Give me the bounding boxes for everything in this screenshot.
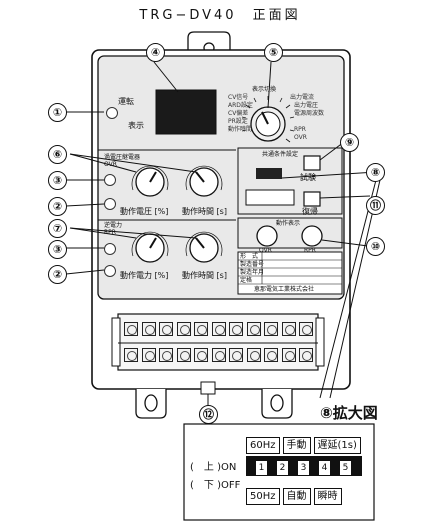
terminal-screw (246, 348, 261, 362)
terminal-screw (141, 322, 156, 336)
ovr-led-a (104, 174, 116, 186)
display-switch-option: 電源周波数 (294, 110, 325, 117)
rpr-time-label: 動作時間 [s] (182, 271, 227, 280)
terminal-screw (141, 348, 156, 362)
rpr-indicator-label: RPR (304, 247, 316, 254)
callout-1: ① (48, 103, 67, 122)
display-switch-option: 出力電圧 (294, 102, 319, 109)
terminal-screw (264, 348, 278, 362)
terminal-screw (176, 348, 191, 362)
dip-2: 2 (277, 461, 288, 475)
callout-6: ⑥ (48, 145, 67, 164)
dip-4: 4 (319, 461, 330, 475)
maker-label: 恵那電気工業株式会社 (254, 286, 315, 293)
zoom-title: ⑧拡大図 (320, 404, 378, 422)
terminal-screw (194, 348, 208, 362)
terminal-screw (159, 322, 173, 336)
display-switch-option: PR設定 (228, 118, 248, 125)
display-switch-option: CV偏差 (228, 110, 249, 117)
display-switch-option: OVR (294, 134, 307, 141)
rpr-section-label: 逆電力 RPR (104, 222, 123, 236)
display-switch-option: 出力電流 (290, 94, 315, 101)
operation-display-label: 動作表示 (276, 220, 301, 227)
callout-9: ⑨ (340, 133, 359, 152)
dip-3: 3 (298, 461, 309, 475)
terminal-screw (264, 322, 278, 336)
rpr-led-a (104, 243, 116, 255)
terminal-screw (124, 322, 138, 336)
nameplate-row: 形 式 (240, 253, 259, 260)
label-delay: 遅延(1s) (313, 437, 361, 454)
rpr-setting-label: 動作電力 [%] (120, 271, 169, 280)
terminal-screw (194, 322, 208, 336)
ovr-time-label: 動作時間 [s] (182, 207, 227, 216)
label-instant: 瞬時 (313, 488, 342, 505)
callout-2a: ② (48, 197, 67, 216)
terminal-screw (211, 322, 226, 336)
dip-1: 1 (256, 461, 267, 475)
callout-3b: ③ (48, 240, 67, 259)
label-manual: 手動 (282, 437, 311, 454)
test-label: 試験 (300, 173, 316, 182)
nameplate-row: 製造年月 (240, 269, 265, 276)
terminal-screw (159, 348, 173, 362)
callout-5: ⑤ (264, 43, 283, 62)
dip-switch: 1 2 3 4 5 (256, 461, 351, 475)
terminal-screw (299, 322, 313, 336)
ovr-indicator-label: OVR (259, 247, 272, 254)
terminal-screw (281, 348, 296, 362)
terminal-screw (229, 348, 243, 362)
terminal-screw (281, 322, 296, 336)
terminal-screw (124, 348, 138, 362)
rpr-led-b (104, 265, 116, 277)
display-label: 表示 (128, 121, 144, 130)
common-setting-label: 共通条件設定 (262, 151, 299, 158)
on-label: ( 上 )ON (190, 462, 237, 473)
terminal-screw (246, 322, 261, 336)
terminal-screw (229, 322, 243, 336)
display-switch-label: 表示切換 (252, 86, 277, 93)
terminal-screw (211, 348, 226, 362)
nameplate-row: 定格 (240, 277, 253, 284)
callout-8: ⑧ (366, 163, 385, 182)
callout-3a: ③ (48, 171, 67, 190)
callout-2b: ② (48, 265, 67, 284)
callout-12: ⑫ (199, 405, 218, 424)
label-50hz: 50Hz (246, 488, 280, 505)
label-60hz: 60Hz (246, 437, 280, 454)
ovr-led-b (104, 198, 116, 210)
callout-4: ④ (146, 43, 165, 62)
callout-7: ⑦ (48, 219, 67, 238)
display-switch-option: CV信号 (228, 94, 249, 101)
run-label: 運転 (118, 97, 134, 106)
page-title: TRG−DV40 正面図 (139, 8, 301, 23)
display-switch-option: 動作時間 (228, 126, 253, 133)
display-switch-option: ARD設定 (228, 102, 253, 109)
label-auto: 自動 (282, 488, 311, 505)
terminal-screw (299, 348, 313, 362)
ovr-setting-label: 動作電圧 [%] (120, 207, 169, 216)
dip-5: 5 (340, 461, 351, 475)
nameplate-row: 製造番号 (240, 261, 265, 268)
off-label: ( 下 )OFF (190, 480, 241, 491)
display-switch-option: RPR (294, 126, 306, 133)
run-led (106, 107, 118, 119)
callout-11: ⑪ (366, 196, 385, 215)
ovr-section-label: 過電圧継電器 OVR (104, 154, 141, 168)
callout-10: ⑩ (366, 237, 385, 256)
reset-label: 復帰 (302, 207, 318, 216)
terminal-screw (176, 322, 191, 336)
